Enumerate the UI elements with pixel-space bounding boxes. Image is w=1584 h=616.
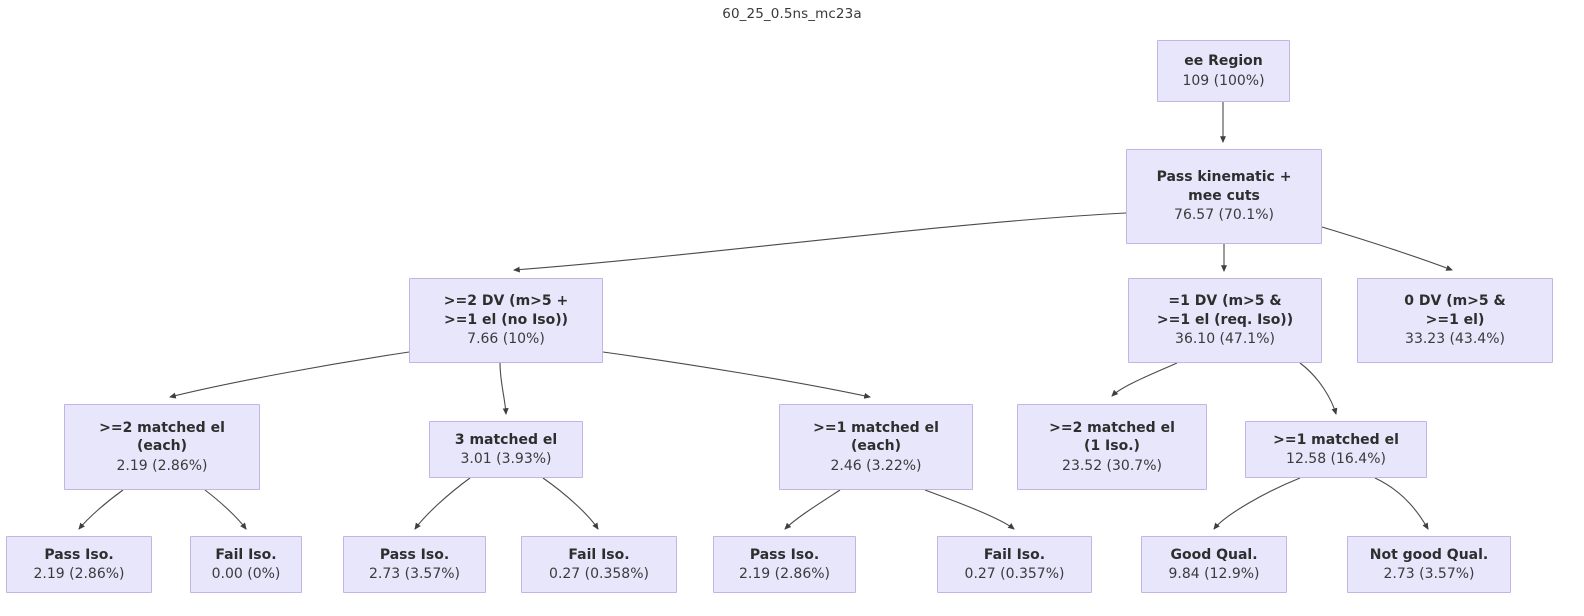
node-eq1dv[interactable]: =1 DV (m>5 & >=1 el (req. Iso)) 36.10 (47… <box>1128 278 1322 363</box>
node-fail_iso_2[interactable]: Fail Iso. 0.27 (0.358%) <box>521 536 677 593</box>
node-pass_kin[interactable]: Pass kinematic + mee cuts 76.57 (70.1%) <box>1126 149 1322 244</box>
node-label: 3 matched el <box>454 431 558 448</box>
node-stat: 2.19 (2.86%) <box>33 566 125 582</box>
node-stat: 2.73 (3.57%) <box>368 566 461 582</box>
node-label: Good Qual. <box>1170 546 1258 563</box>
page-title: 60_25_0.5ns_mc23a <box>722 6 862 22</box>
edge-ge2dv-to-three_matched <box>499 362 509 416</box>
node-stat: 3.01 (3.93%) <box>460 451 552 467</box>
edge-ge1_matched_each-to-pass_iso_3 <box>784 489 841 530</box>
node-good_qual[interactable]: Good Qual. 9.84 (12.9%) <box>1141 536 1287 593</box>
edge-ge2dv-to-ge2_matched_each <box>169 351 410 399</box>
node-label: >=2 matched el (each) <box>99 419 225 455</box>
node-stat: 2.19 (2.86%) <box>116 457 208 474</box>
edge-ge1_matched_each-to-fail_iso_3 <box>924 489 1015 530</box>
node-label: Pass kinematic + mee cuts <box>1156 169 1292 204</box>
node-stat: 0.27 (0.358%) <box>549 566 649 582</box>
node-stat: 12.58 (16.4%) <box>1286 451 1386 467</box>
node-fail_iso_1[interactable]: Fail Iso. 0.00 (0%) <box>190 536 302 593</box>
node-label: Not good Qual. <box>1369 546 1489 563</box>
node-ge1_matched_each[interactable]: >=1 matched el (each) 2.46 (3.22%) <box>779 404 973 490</box>
node-stat: 76.57 (70.1%) <box>1174 207 1274 224</box>
node-three_matched[interactable]: 3 matched el 3.01 (3.93%) <box>429 421 583 478</box>
node-label: 0 DV (m>5 & >=1 el) <box>1404 293 1506 328</box>
node-label: >=1 matched el (each) <box>813 419 939 455</box>
node-label: =1 DV (m>5 & >=1 el (req. Iso)) <box>1156 293 1294 328</box>
node-ge1_matched[interactable]: >=1 matched el 12.58 (16.4%) <box>1245 421 1427 478</box>
node-label: Fail Iso. <box>568 546 630 563</box>
edge-ge1_matched-to-not_good_qual <box>1374 477 1429 530</box>
node-zerodv[interactable]: 0 DV (m>5 & >=1 el) 33.23 (43.4%) <box>1357 278 1553 363</box>
node-stat: 9.84 (12.9%) <box>1168 566 1260 582</box>
edge-ge2_matched_each-to-fail_iso_1 <box>204 489 247 530</box>
edge-eq1dv-to-ge2_matched_1iso <box>1111 362 1178 397</box>
node-stat: 109 (100%) <box>1182 72 1265 89</box>
node-label: Pass Iso. <box>749 546 820 563</box>
node-ee_region[interactable]: ee Region 109 (100%) <box>1157 40 1290 102</box>
node-stat: 0.27 (0.357%) <box>964 566 1065 582</box>
node-stat: 2.46 (3.22%) <box>830 457 922 474</box>
edge-eq1dv-to-ge1_matched <box>1299 362 1338 415</box>
node-label: >=1 matched el <box>1273 431 1399 448</box>
edge-ge1_matched-to-good_qual <box>1213 477 1301 530</box>
node-label: >=2 DV (m>5 + >=1 el (no Iso)) <box>443 293 569 328</box>
node-pass_iso_2[interactable]: Pass Iso. 2.73 (3.57%) <box>343 536 486 593</box>
node-label: Fail Iso. <box>983 546 1046 563</box>
node-label: Pass Iso. <box>44 546 114 563</box>
node-pass_iso_3[interactable]: Pass Iso. 2.19 (2.86%) <box>713 536 856 593</box>
node-ge2_matched_1iso[interactable]: >=2 matched el (1 Iso.) 23.52 (30.7%) <box>1017 404 1207 490</box>
edge-ge2_matched_each-to-pass_iso_1 <box>78 489 124 530</box>
node-ge2dv[interactable]: >=2 DV (m>5 + >=1 el (no Iso)) 7.66 (10%) <box>409 278 603 363</box>
node-label: Fail Iso. <box>215 546 277 563</box>
node-stat: 7.66 (10%) <box>467 331 545 348</box>
edge-pass_kin-to-ge2dv <box>512 212 1127 273</box>
node-ge2_matched_each[interactable]: >=2 matched el (each) 2.19 (2.86%) <box>64 404 260 490</box>
node-stat: 2.73 (3.57%) <box>1383 566 1475 582</box>
node-pass_iso_1[interactable]: Pass Iso. 2.19 (2.86%) <box>6 536 152 593</box>
edge-three_matched-to-fail_iso_2 <box>542 477 599 530</box>
edge-pass_kin-to-zerodv <box>1321 226 1453 271</box>
node-fail_iso_3[interactable]: Fail Iso. 0.27 (0.357%) <box>937 536 1092 593</box>
node-stat: 2.19 (2.86%) <box>738 566 831 582</box>
node-label: Pass Iso. <box>379 546 450 563</box>
node-stat: 0.00 (0%) <box>211 566 281 582</box>
node-label: >=2 matched el (1 Iso.) <box>1049 419 1175 455</box>
node-stat: 33.23 (43.4%) <box>1405 331 1505 348</box>
node-not_good_qual[interactable]: Not good Qual. 2.73 (3.57%) <box>1347 536 1511 593</box>
node-label: ee Region <box>1184 53 1263 70</box>
node-stat: 36.10 (47.1%) <box>1175 331 1275 348</box>
edge-three_matched-to-pass_iso_2 <box>414 477 471 530</box>
edge-ge2dv-to-ge1_matched_each <box>602 351 872 399</box>
node-stat: 23.52 (30.7%) <box>1062 457 1162 474</box>
